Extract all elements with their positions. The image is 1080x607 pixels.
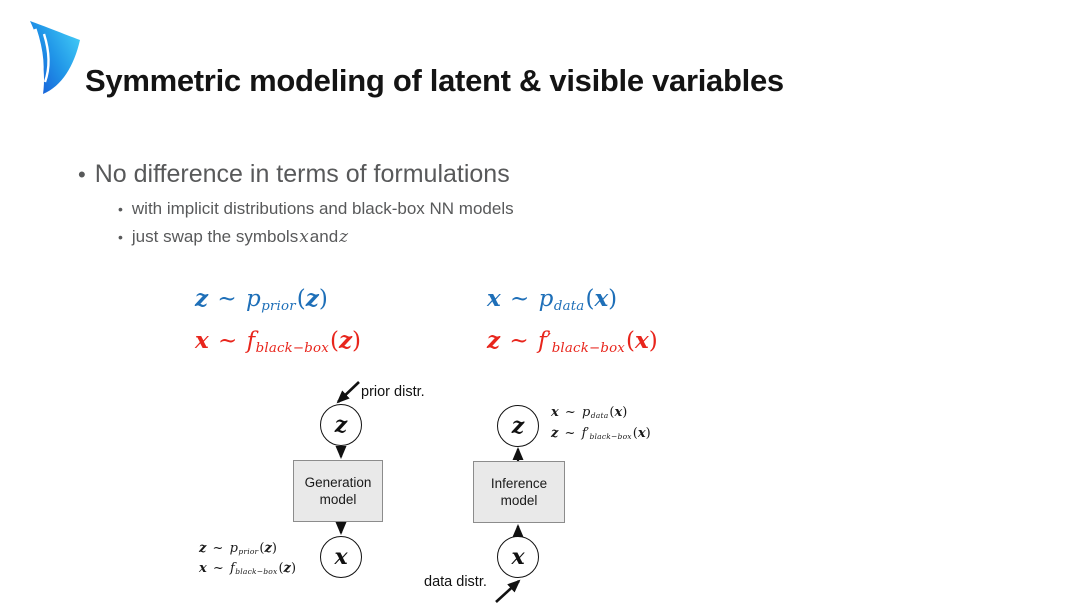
math-var-x: x (299, 227, 309, 247)
node-x-inference: x (497, 536, 539, 578)
annotation-inference-sample: z ~ f′black−box(x) (551, 425, 651, 441)
inference-box-line1: Inference (490, 476, 548, 491)
bullet-sub2-mid: and (309, 227, 339, 246)
inference-annotation: x ~ pdata(x) z ~ f′black−box(x) (551, 405, 651, 446)
bullet-main-text: No difference in terms of formulations (94, 160, 510, 188)
annotation-data-sample: x ~ pdata(x) (551, 405, 628, 421)
annotation-generation-sample: x ~ fblack−box(z) (199, 560, 297, 576)
generation-box-line2: model (319, 492, 357, 507)
equation-prior-sample: z ~ pprior(z) (195, 285, 328, 314)
inference-box-line2: model (500, 493, 538, 508)
bullet-marker: • (118, 201, 123, 217)
formula-column-inference: x ~ pdata(x) z ~ f′black−box(x) (487, 282, 658, 366)
bullet-marker: • (118, 229, 123, 245)
generation-annotation: z ~ pprior(z) x ~ fblack−box(z) (199, 541, 296, 581)
formula-column-generation: z ~ pprior(z) x ~ fblack−box(z) (195, 282, 361, 366)
arrow-data-to-x (495, 579, 521, 603)
arrow-prior-to-z (336, 381, 360, 404)
annotation-prior-sample: z ~ pprior(z) (199, 541, 277, 557)
slide-title: Symmetric modeling of latent & visible v… (85, 63, 784, 98)
bullet-main: • No difference in terms of formulations (78, 160, 510, 189)
brand-logo-icon (30, 21, 80, 94)
bullet-sub1-text: with implicit distributions and black-bo… (131, 199, 514, 218)
generation-model-box: Generation model (293, 460, 383, 522)
bullet-sub-1: • with implicit distributions and black-… (118, 199, 514, 219)
data-distr-label: data distr. (424, 574, 487, 590)
equation-inference-sample: z ~ f′black−box(x) (487, 327, 658, 356)
bullet-sub2-prefix: just swap the symbols (131, 227, 299, 246)
inference-model-box: Inference model (473, 461, 565, 523)
equation-data-sample: x ~ pdata(x) (487, 285, 618, 314)
equation-generation-sample: x ~ fblack−box(z) (195, 327, 361, 356)
prior-distr-label: prior distr. (361, 384, 425, 400)
node-x-generation: x (320, 536, 362, 578)
bullet-sub-2: • just swap the symbols x and z (118, 227, 349, 247)
node-z-generation: z (320, 404, 362, 446)
generation-box-line1: Generation (304, 475, 372, 490)
math-var-z: z (339, 227, 349, 247)
bullet-marker: • (78, 162, 86, 187)
node-z-inference: z (497, 405, 539, 447)
